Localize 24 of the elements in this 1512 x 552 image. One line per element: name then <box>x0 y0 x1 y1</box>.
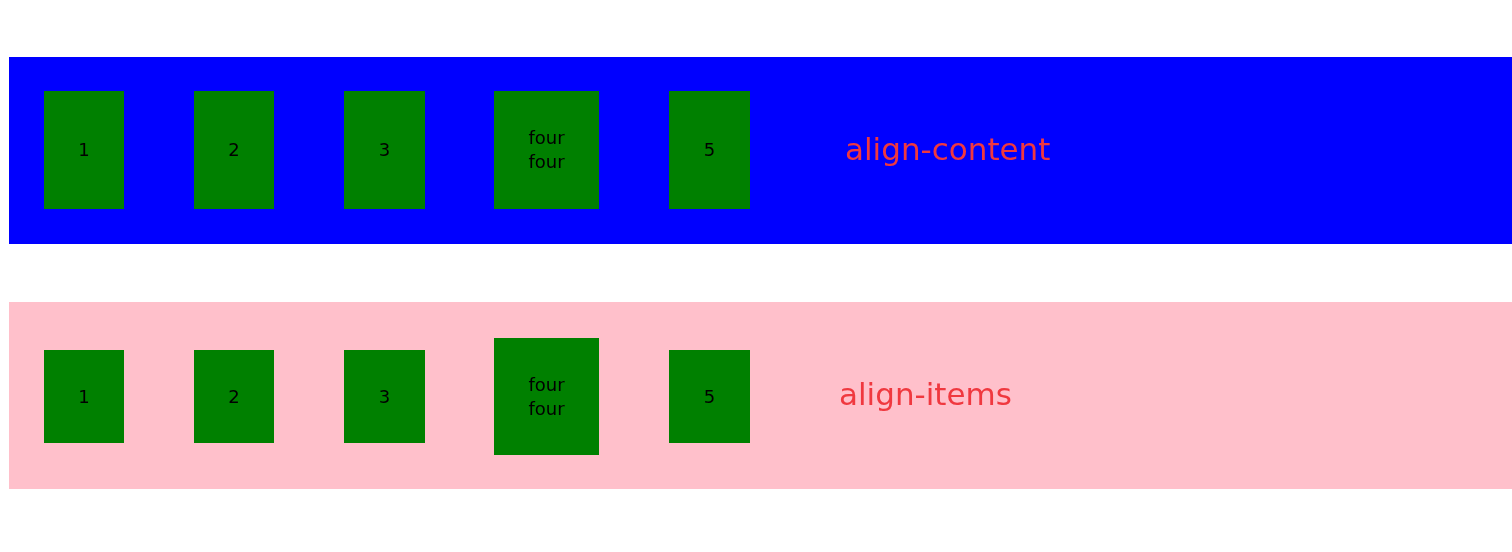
property-label: align-items <box>839 378 1012 410</box>
item-text: four four <box>527 126 566 174</box>
container-band <box>9 57 1512 244</box>
flex-item-box <box>44 350 124 443</box>
item-text: four four <box>527 372 566 421</box>
flex-item-box <box>669 91 750 209</box>
flex-item-box <box>494 338 599 455</box>
property-label: align-content <box>845 133 1051 165</box>
flex-item-box <box>669 350 750 443</box>
container-band <box>9 302 1512 489</box>
item-text: 3 <box>377 384 392 409</box>
flex-item-box <box>194 91 274 209</box>
item-text: 3 <box>377 138 392 162</box>
flex-item-box <box>44 91 124 209</box>
flex-item-box <box>344 350 425 443</box>
item-text: 5 <box>702 384 717 409</box>
item-text: 2 <box>227 384 241 409</box>
item-text: 1 <box>77 384 91 409</box>
item-text: 5 <box>702 138 717 162</box>
item-text: 2 <box>227 138 241 162</box>
item-text: 1 <box>77 138 91 162</box>
flex-item-box <box>344 91 425 209</box>
flex-item-box <box>494 91 599 209</box>
flex-item-box <box>194 350 274 443</box>
